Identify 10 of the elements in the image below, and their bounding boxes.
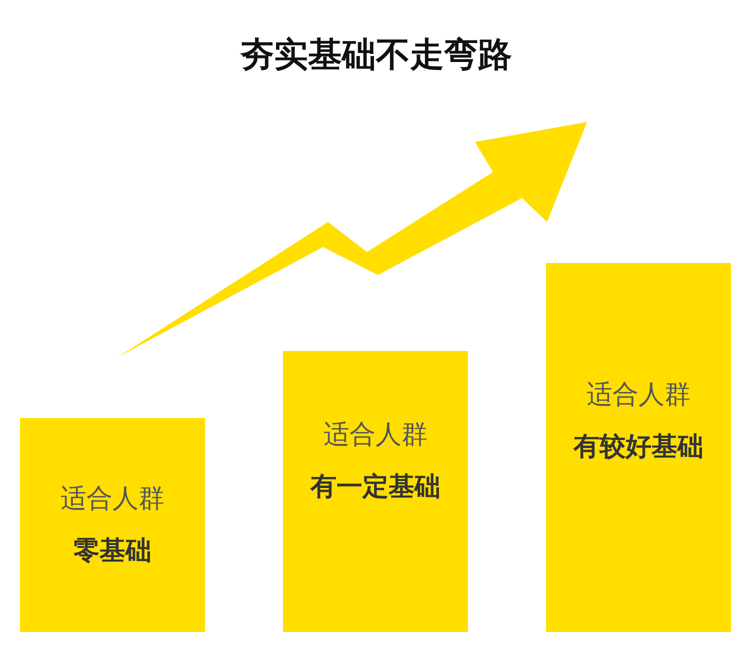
- audience-label: 适合人群: [324, 419, 428, 451]
- audience-label: 适合人群: [586, 379, 690, 411]
- level-block: [283, 351, 468, 632]
- level-block: [546, 263, 731, 632]
- audience-label: 适合人群: [60, 483, 164, 515]
- level-label: 有较好基础: [574, 431, 704, 463]
- level-label: 有一定基础: [310, 471, 440, 503]
- level-label: 零基础: [74, 535, 152, 567]
- level-block: [20, 418, 205, 632]
- title: 夯实基础不走弯路: [240, 34, 512, 76]
